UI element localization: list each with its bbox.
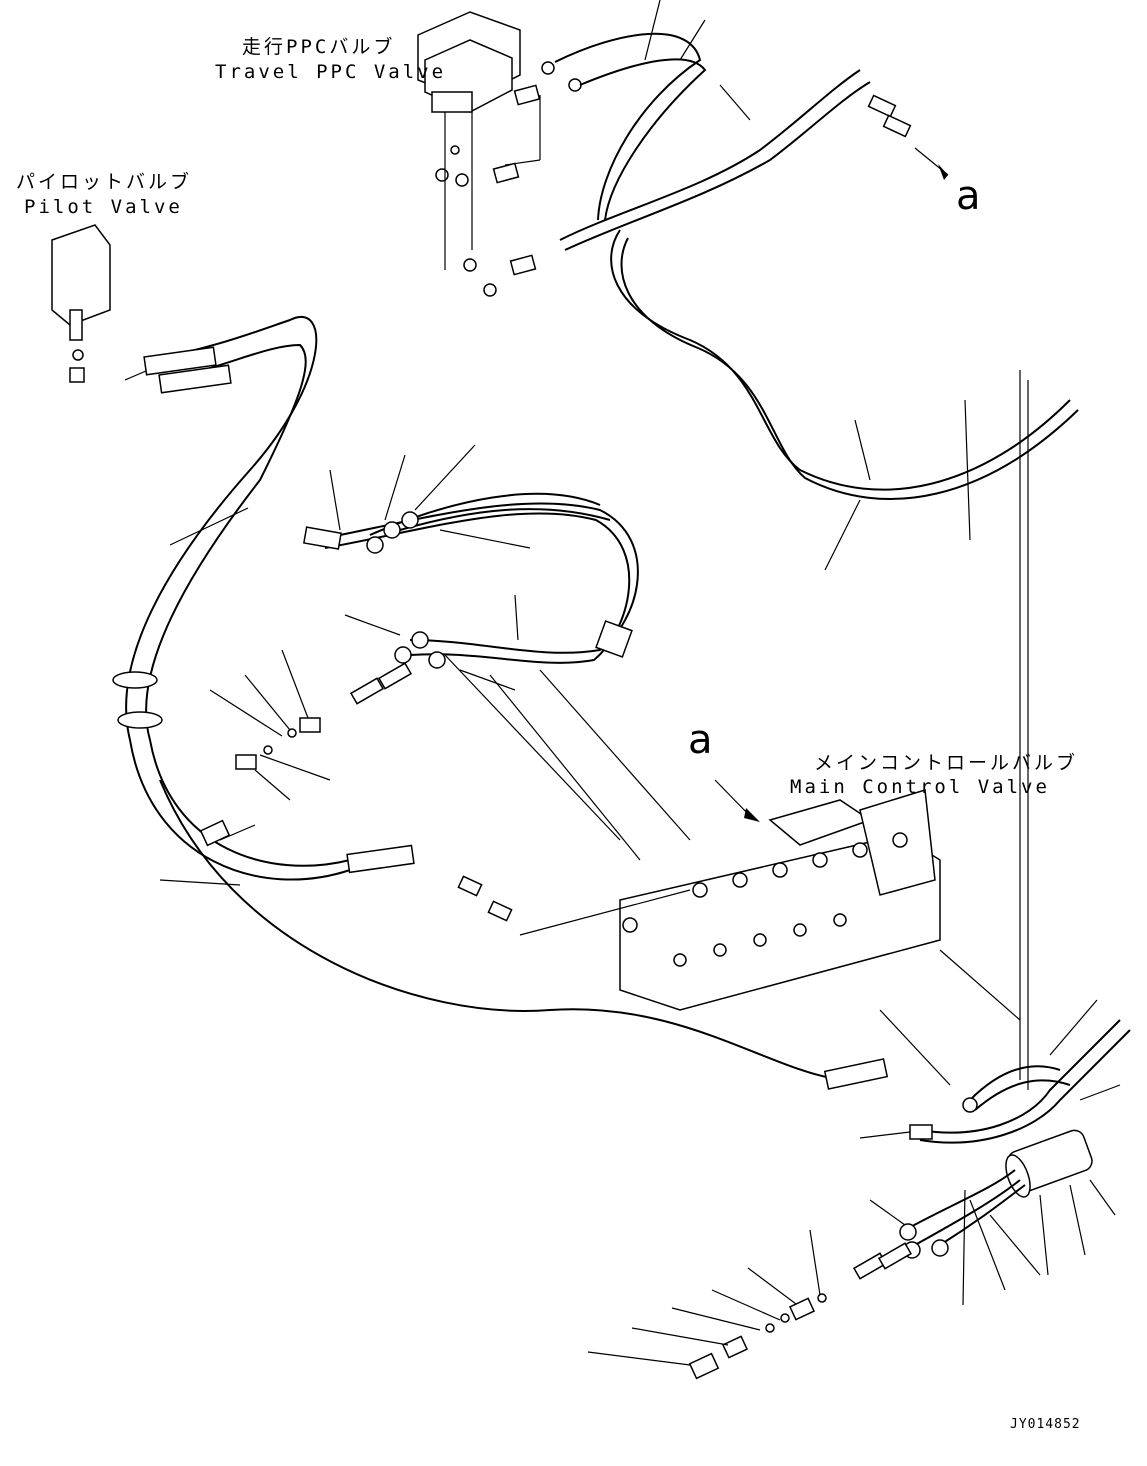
main-control-valve-part (444, 654, 1021, 1086)
travel-ppc-valve-part (417, 11, 521, 297)
left-exploded-fittings (199, 649, 413, 847)
travel-ppc-valve-label-en: Travel PPC Valve (215, 61, 447, 83)
travel-ppc-fittings (492, 61, 582, 276)
reference-a-upper: a (956, 173, 981, 219)
travel-ppc-valve-label-jp: 走行PPCバルブ (242, 36, 396, 58)
lower-exploded-fittings (587, 1229, 913, 1380)
reference-a-lower: a (688, 717, 713, 763)
right-frame-lines (1019, 370, 1029, 1090)
main-control-valve-label-jp: メインコントロールバルブ (814, 752, 1079, 774)
middle-hose-bundle (303, 444, 639, 691)
upper-right-fittings (867, 94, 949, 180)
lower-right-hose-bundle (859, 999, 1131, 1306)
pilot-valve-part (51, 224, 161, 383)
drawing-code: JY014852 (1010, 1417, 1081, 1432)
pilot-valve-label-jp: パイロットバルブ (16, 171, 193, 193)
main-control-valve-label-en: Main Control Valve (790, 776, 1050, 798)
travel-hose-bundle (554, 0, 1079, 571)
pilot-hose (112, 316, 889, 1090)
pilot-valve-label-en: Pilot Valve (24, 196, 183, 218)
